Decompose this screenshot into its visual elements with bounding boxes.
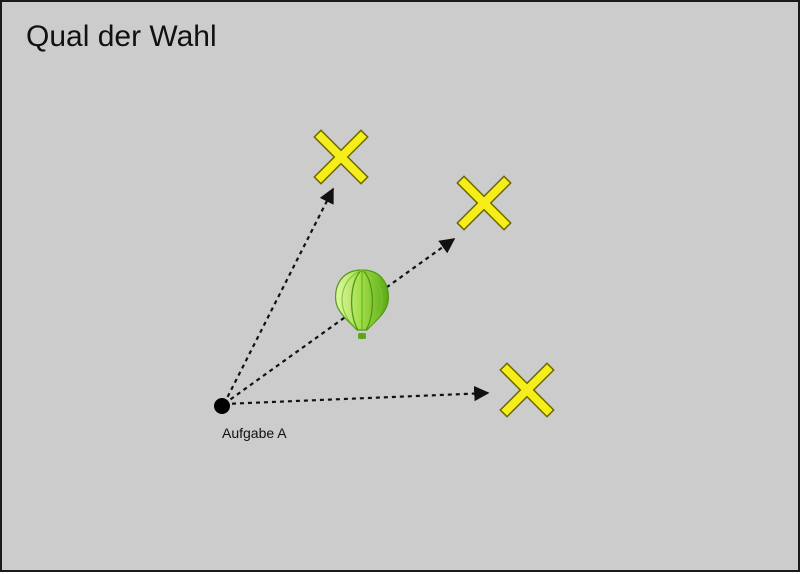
target-cross-right — [499, 362, 555, 418]
target-cross-top — [313, 129, 369, 185]
arrow-to-target-right — [223, 385, 490, 406]
arrow-to-target-top — [223, 187, 334, 405]
start-label: Aufgabe A — [222, 425, 287, 441]
start-point — [214, 398, 230, 414]
hot-air-balloon-icon — [335, 269, 389, 339]
arrow-to-target-middle — [223, 238, 456, 405]
diagram-title: Qual der Wahl — [26, 20, 217, 53]
target-cross-middle — [456, 175, 512, 231]
